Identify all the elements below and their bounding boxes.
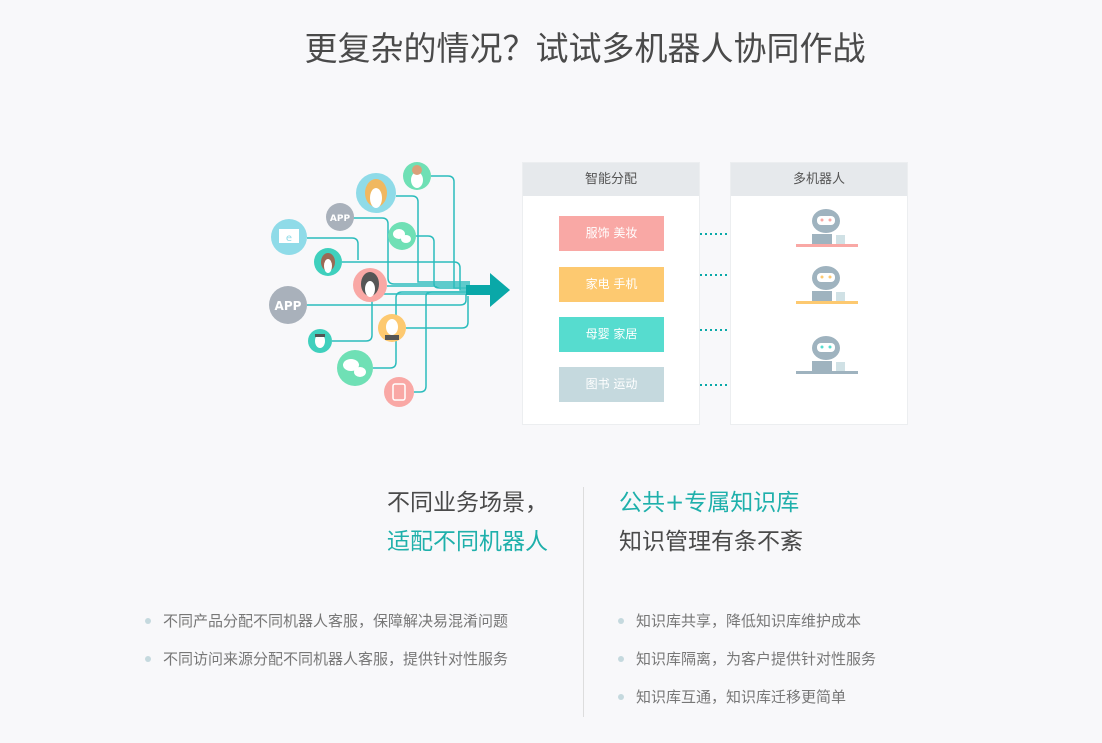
- wechat-icon: [388, 222, 416, 250]
- arrow-shaft: [466, 285, 492, 295]
- column-divider: [583, 487, 584, 717]
- person-avatar-icon: [353, 268, 387, 302]
- person-avatar-icon: [314, 248, 342, 276]
- left-heading-line2: 适配不同机器人: [387, 529, 548, 555]
- category-books-sports: 图书 运动: [559, 367, 664, 402]
- bullet-dot: [145, 656, 151, 662]
- right-heading-line1: 公共+专属知识库: [619, 490, 800, 516]
- wechat-icon: [337, 350, 373, 386]
- right-heading: 公共+专属知识库 知识管理有条不紊: [619, 484, 803, 562]
- person-avatar-icon: [308, 329, 332, 353]
- bullet-text: 知识库隔离，为客户提供针对性服务: [636, 650, 877, 668]
- multi-robot-panel: 多机器人: [730, 162, 908, 425]
- arrow-head: [490, 273, 510, 307]
- left-heading-line1: 不同业务场景，: [387, 490, 548, 516]
- smart-distribution-panel: 智能分配 服饰 美妆 家电 手机 母婴 家居 图书 运动: [522, 162, 700, 425]
- bullet-dot: [618, 694, 624, 700]
- right-bullet-list: 知识库共享，降低知识库维护成本 知识库隔离，为客户提供针对性服务 知识库互通，知…: [618, 609, 876, 723]
- left-heading: 不同业务场景， 适配不同机器人: [387, 484, 548, 562]
- app-icon: APP: [269, 286, 307, 324]
- right-heading-line2: 知识管理有条不紊: [619, 529, 803, 555]
- list-item: 知识库共享，降低知识库维护成本: [618, 609, 876, 647]
- robot-icon: [796, 266, 858, 304]
- bullet-dot: [618, 618, 624, 624]
- category-appliances-phones: 家电 手机: [559, 267, 664, 302]
- panel-title: 智能分配: [523, 163, 699, 196]
- bullet-dot: [145, 618, 151, 624]
- bullet-text: 不同产品分配不同机器人客服，保障解决易混淆问题: [163, 612, 509, 630]
- svg-text:e: e: [286, 233, 292, 244]
- robot-icon: [796, 336, 858, 374]
- robots: [796, 209, 858, 374]
- left-bullet-list: 不同产品分配不同机器人客服，保障解决易混淆问题 不同访问来源分配不同机器人客服，…: [145, 609, 508, 685]
- app-icon: APP: [326, 203, 354, 231]
- category-baby-home: 母婴 家居: [559, 317, 664, 352]
- source-icons: APP e APP: [269, 162, 431, 407]
- svg-text:APP: APP: [275, 299, 302, 313]
- person-avatar-icon: [356, 173, 396, 213]
- list-item: 不同访问来源分配不同机器人客服，提供针对性服务: [145, 647, 508, 685]
- person-avatar-icon: [378, 314, 406, 342]
- mobile-icon: [384, 377, 414, 407]
- bullet-dot: [618, 656, 624, 662]
- svg-text:APP: APP: [330, 214, 351, 224]
- bullet-text: 不同访问来源分配不同机器人客服，提供针对性服务: [163, 650, 509, 668]
- panel-title: 多机器人: [731, 163, 907, 196]
- bullet-text: 知识库互通，知识库迁移更简单: [636, 688, 847, 706]
- list-item: 知识库互通，知识库迁移更简单: [618, 685, 876, 723]
- person-avatar-icon: [403, 162, 431, 190]
- list-item: 不同产品分配不同机器人客服，保障解决易混淆问题: [145, 609, 508, 647]
- category-apparel-beauty: 服饰 美妆: [559, 216, 664, 251]
- page-title: 更复杂的情况？试试多机器人协同作战: [304, 29, 866, 68]
- bullet-text: 知识库共享，降低知识库维护成本: [636, 612, 862, 630]
- browser-monitor-icon: e: [271, 219, 307, 255]
- list-item: 知识库隔离，为客户提供针对性服务: [618, 647, 876, 685]
- robot-icon: [796, 209, 858, 247]
